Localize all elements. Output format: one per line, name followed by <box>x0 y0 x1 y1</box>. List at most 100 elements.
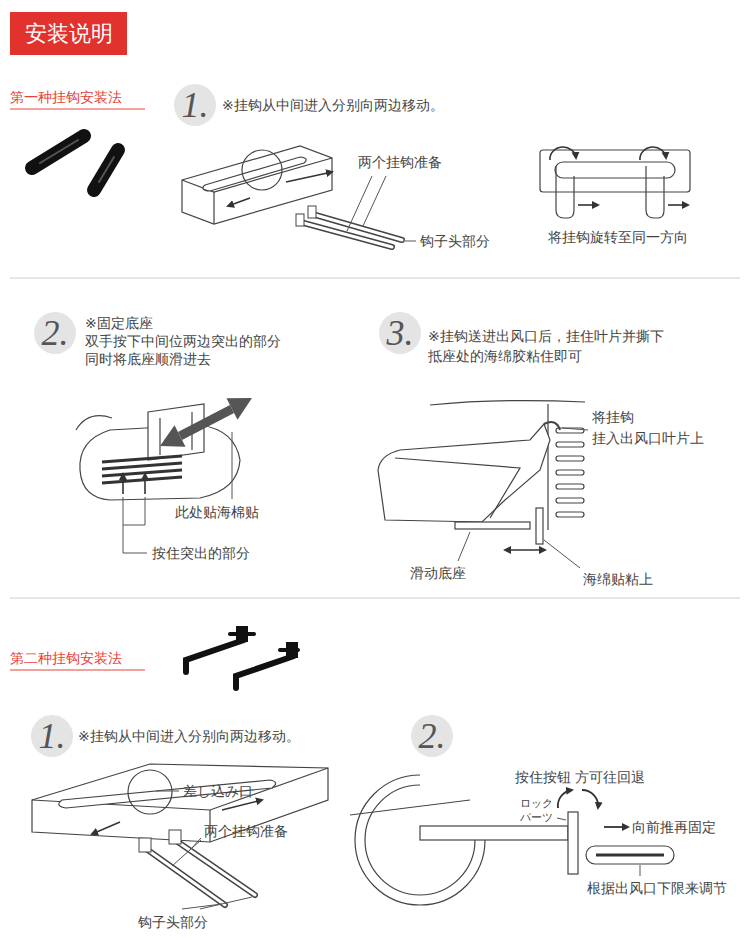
move-arrow-part <box>286 172 332 182</box>
bracket-drawing <box>182 146 332 224</box>
vent-slat-part <box>556 498 584 503</box>
separator-part <box>10 278 740 279</box>
leader-line <box>557 818 640 876</box>
holder-drawing-part <box>420 826 568 840</box>
separator <box>10 278 740 598</box>
heading-underline <box>10 109 145 670</box>
move-arrow-part <box>92 822 120 834</box>
leader-line-part <box>405 241 416 242</box>
hook-icon-part <box>230 632 254 636</box>
hook-rod-part <box>139 838 151 852</box>
step-note: 将挂钩旋转至同一方向 <box>548 228 688 246</box>
hook-icon-part <box>94 150 118 190</box>
part-label: 海绵贴粘上 <box>583 570 653 588</box>
vent-slat <box>556 428 584 517</box>
bracket-drawing-part <box>32 768 328 810</box>
hook-rod <box>139 830 255 905</box>
heading-underline-part <box>10 109 145 110</box>
hook-rod-part <box>145 848 225 905</box>
base-drawing-part <box>159 418 160 455</box>
holder-drawing-part <box>586 846 674 864</box>
leader-line-part <box>200 897 252 909</box>
rotate-arrow-part <box>668 204 688 206</box>
vent-slat-part <box>556 442 584 447</box>
vent-slat-part <box>556 512 584 517</box>
leader-line-part <box>232 432 233 499</box>
part-label: 两个挂钩准备 <box>358 153 442 171</box>
hook-rod-part <box>169 830 181 844</box>
steering-wheel-part <box>350 800 470 815</box>
step-instruction: ※挂钩送进出风口后，挂住叶片并撕下 抵座处的海绵胶粘住即可 <box>428 326 684 366</box>
leader-line-part <box>458 532 470 561</box>
rotate-arrow-part <box>558 790 572 808</box>
move-arrow-part <box>222 800 262 810</box>
rotate-arrow <box>558 790 628 827</box>
rotate-arrow-part <box>550 147 576 160</box>
leader-line <box>156 791 252 909</box>
slide-arrow-part <box>180 409 232 436</box>
bracket-drawing-part <box>646 166 664 218</box>
holder-drawing-part <box>536 508 543 544</box>
press-arrow-part <box>122 474 124 494</box>
dashboard-drawing-part <box>430 401 585 405</box>
bracket-drawing-part <box>59 780 276 808</box>
hook-icon-part <box>40 140 78 163</box>
grille-part <box>102 456 182 462</box>
holder-drawing-part <box>378 424 550 522</box>
step-instruction: ※固定底座 双手按下中间位两边突出的部分 同时将底座顺滑进去 <box>85 314 297 368</box>
leader-line <box>458 428 588 568</box>
leader-line-part <box>347 176 372 231</box>
press-arrow-part <box>144 474 146 494</box>
section-heading: 第二种挂钩安装法 <box>10 649 122 667</box>
base-drawing <box>76 404 240 500</box>
bracket-drawing-part <box>182 146 332 224</box>
leader-line <box>123 432 232 553</box>
title-text: 安装说明 <box>25 19 113 49</box>
holder-drawing-part <box>596 854 664 857</box>
step-number: 2. <box>419 718 446 754</box>
bracket-drawing-part <box>203 157 306 191</box>
hook-rod-part <box>312 214 402 240</box>
heading-underline-part <box>10 670 145 671</box>
bracket-drawing-part <box>540 150 690 192</box>
hook-rod-part <box>312 214 402 240</box>
section-heading: 第一种挂钩安装法 <box>10 88 122 106</box>
move-arrow-part <box>228 198 250 206</box>
leader-line-part <box>123 497 147 553</box>
leader-line-part <box>640 865 641 876</box>
step-instruction: ※挂钩从中间进入分别向两边移动。 <box>222 96 444 114</box>
step-number-circle: 3. <box>379 312 421 354</box>
holder-drawing <box>378 422 560 544</box>
bracket-drawing-part <box>213 192 214 224</box>
holder-drawing-part <box>568 812 578 874</box>
leader-line-part <box>123 497 145 525</box>
grille-part <box>102 463 182 469</box>
slide-arrow-part <box>227 398 253 420</box>
rotate-arrow <box>550 147 688 205</box>
grille <box>102 456 182 483</box>
hook-icon-part <box>280 648 298 652</box>
separator-part <box>10 598 740 599</box>
rotate-arrow-part <box>604 826 628 828</box>
part-label: 根据出风口下限来调节 <box>587 879 727 897</box>
part-label: 按住突出的部分 <box>152 544 250 562</box>
hook-icon-part <box>99 157 114 182</box>
step-number-circle: 2. <box>411 715 453 757</box>
slide-arrow <box>160 398 252 447</box>
hook-rod-part <box>175 840 255 895</box>
leader-line-part <box>557 818 566 820</box>
leader-line-part <box>562 428 588 430</box>
bracket-drawing <box>540 150 690 218</box>
rotate-arrow-part <box>582 790 598 808</box>
hook-icon-part <box>32 136 84 168</box>
part-label: 钩子头部分 <box>138 913 208 931</box>
hook-rod-part <box>308 206 316 218</box>
slide-arrow-part <box>160 425 186 446</box>
holder-drawing-part <box>544 422 560 430</box>
step-number-circle: 1. <box>31 715 73 757</box>
leader-line <box>347 176 416 241</box>
part-label: ロック パーツ <box>520 797 556 825</box>
bracket-drawing-part <box>242 150 282 190</box>
bracket-drawing-part <box>555 162 675 178</box>
